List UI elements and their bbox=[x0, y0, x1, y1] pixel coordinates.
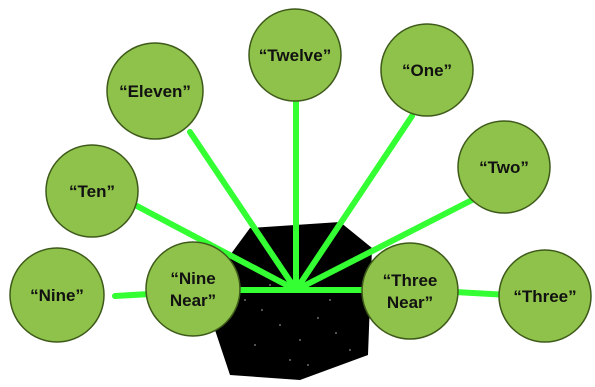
node-nine-near: “Nine Near” bbox=[145, 241, 241, 337]
node-ten: “Ten” bbox=[45, 144, 139, 238]
node-label: “Ten” bbox=[69, 182, 115, 201]
spoke-one bbox=[293, 113, 415, 293]
node-nine: “Nine” bbox=[9, 247, 105, 343]
spoke-two bbox=[293, 197, 475, 293]
node-label: Near” bbox=[170, 291, 216, 310]
node-label: “Nine” bbox=[30, 286, 84, 305]
node-eleven: “Eleven” bbox=[106, 42, 204, 140]
node-twelve: “Twelve” bbox=[248, 8, 342, 102]
node-one: “One” bbox=[380, 23, 474, 117]
node-label: Near” bbox=[387, 293, 433, 312]
node-label: “One” bbox=[402, 61, 452, 80]
node-label: “Two” bbox=[479, 158, 529, 177]
hub-shape bbox=[215, 222, 372, 380]
node-label: “Twelve” bbox=[259, 46, 331, 65]
node-label: “Three bbox=[383, 271, 438, 290]
node-label: “Nine bbox=[170, 269, 215, 288]
node-label: “Eleven” bbox=[119, 82, 191, 101]
spoke-eleven bbox=[187, 129, 299, 293]
node-three-near: “Three Near” bbox=[361, 242, 459, 340]
spoke-nine bbox=[112, 291, 153, 299]
node-label: “Three” bbox=[513, 287, 576, 306]
node-three: “Three” bbox=[498, 249, 592, 343]
node-two: “Two” bbox=[457, 120, 551, 214]
